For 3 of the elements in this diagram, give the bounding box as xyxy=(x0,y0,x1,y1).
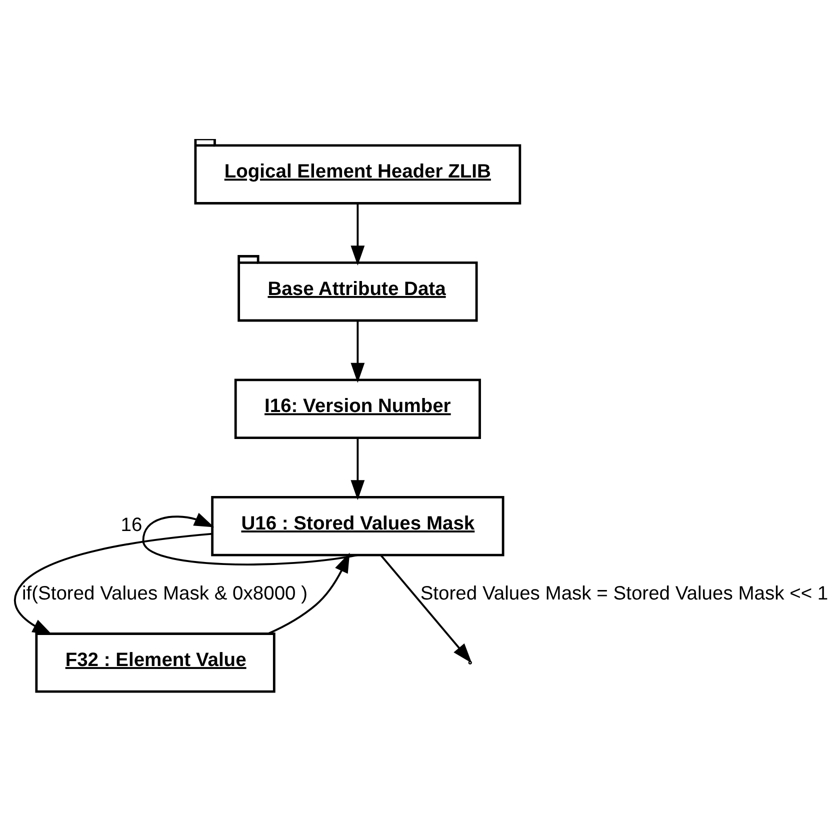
edge-label: 16 xyxy=(120,514,142,536)
edge-label: if(Stored Values Mask & 0x8000 ) xyxy=(22,582,308,604)
edge-label: Stored Values Mask = Stored Values Mask << 1 xyxy=(420,582,828,604)
